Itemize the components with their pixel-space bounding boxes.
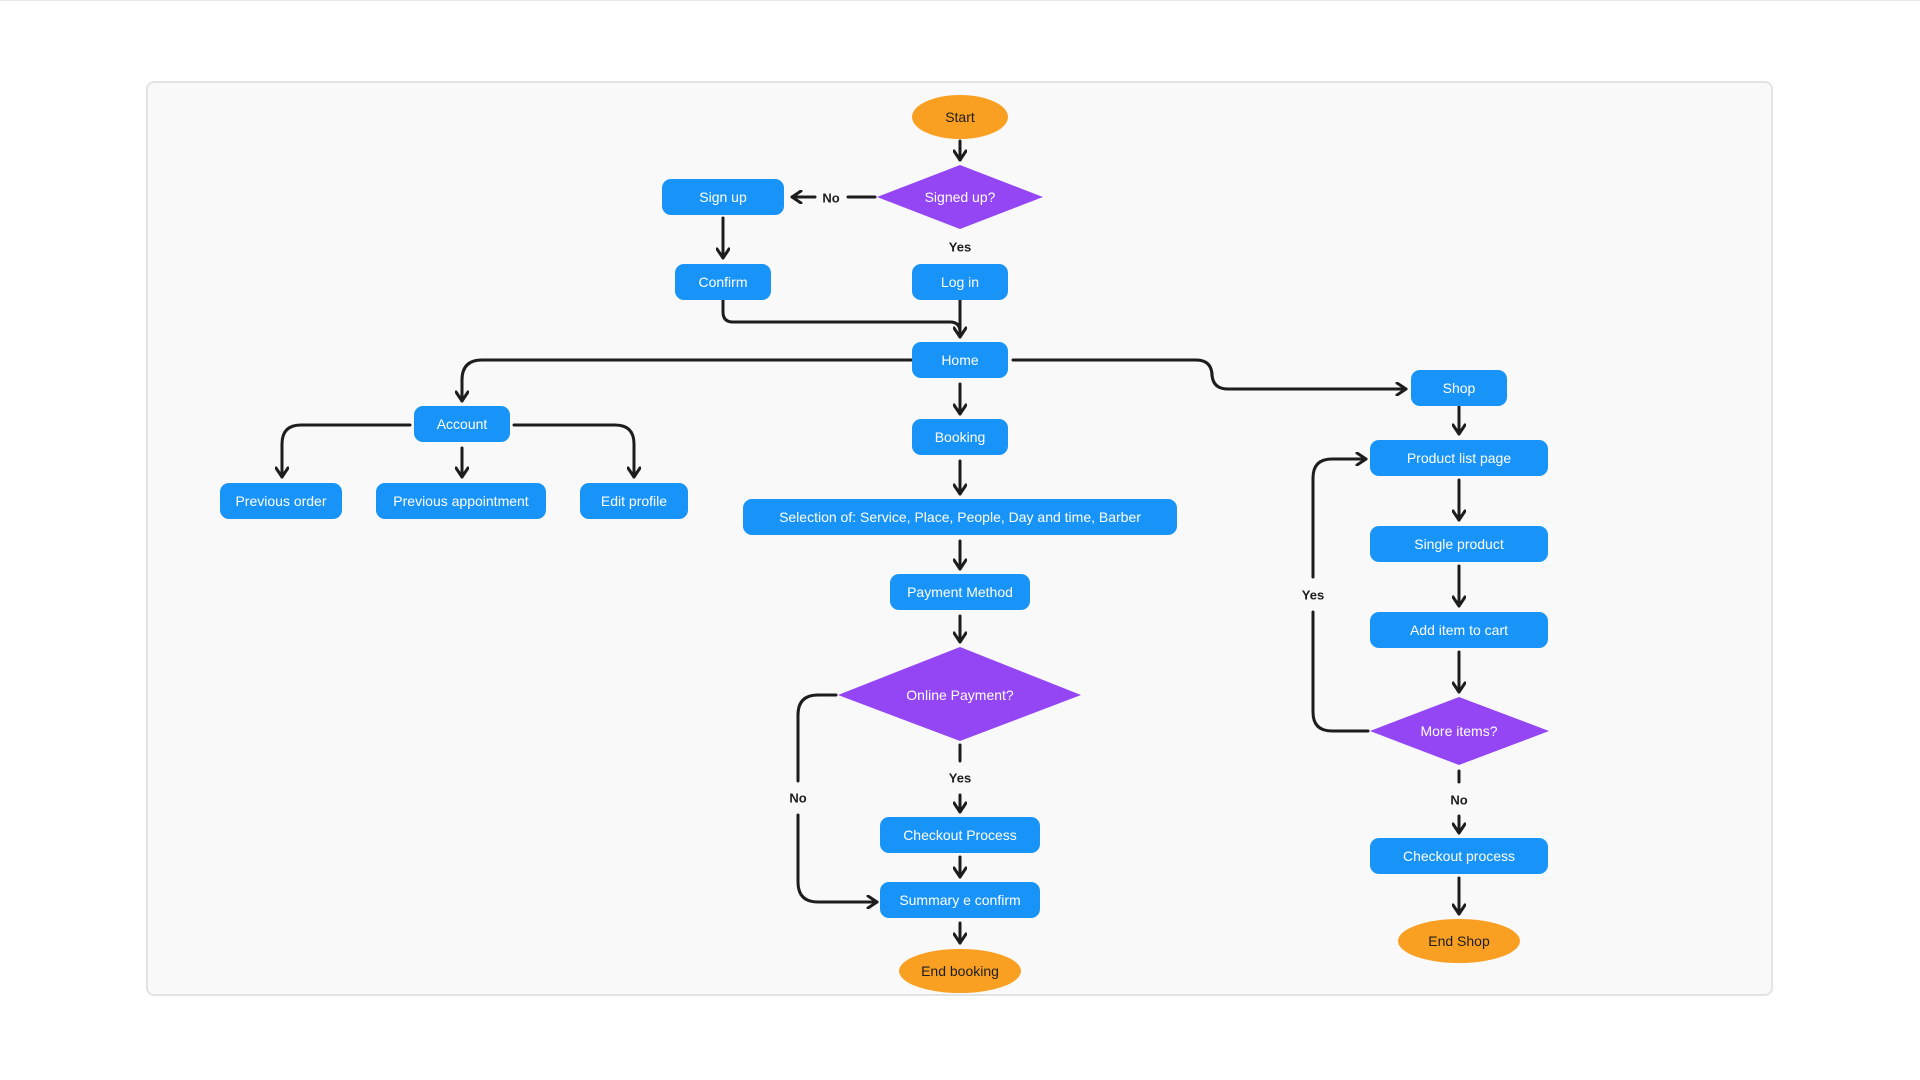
process-shape [1370, 440, 1548, 476]
top-rule [0, 0, 1920, 1]
process-shape [675, 264, 771, 300]
node-confirm[interactable]: Confirm [675, 264, 771, 300]
node-label: Confirm [698, 274, 747, 290]
node-label: Start [945, 109, 975, 125]
node-label: End Shop [1428, 933, 1490, 949]
label-online-yes: Yes [949, 771, 971, 786]
terminal-shape [1398, 919, 1520, 963]
edge-more-yes-bottom [1311, 610, 1370, 733]
node-checkout-process-booking[interactable]: Checkout Process [880, 817, 1040, 853]
process-shape [662, 179, 784, 215]
node-label: End booking [921, 963, 999, 979]
node-edit-profile[interactable]: Edit profile [580, 483, 688, 519]
node-end-shop[interactable]: End Shop [1398, 919, 1520, 963]
edge-online-no-summary [796, 813, 879, 902]
node-label: Edit profile [601, 493, 667, 509]
node-label: Previous order [235, 493, 326, 509]
edge-account-editprofile [512, 423, 634, 479]
node-label: Single product [1414, 536, 1504, 552]
process-shape [1370, 526, 1548, 562]
edge-confirm-home [721, 298, 962, 334]
node-signed-up[interactable]: Signed up? [877, 165, 1043, 229]
node-label: Home [941, 352, 979, 368]
process-shape [880, 882, 1040, 918]
node-label: Selection of: Service, Place, People, Da… [779, 509, 1141, 525]
node-label: Add item to cart [1410, 622, 1508, 638]
node-label: Online Payment? [906, 687, 1014, 703]
node-sign-up[interactable]: Sign up [662, 179, 784, 215]
node-label: Payment Method [907, 584, 1013, 600]
label-signed-no: No [822, 191, 839, 206]
label-more-yes: Yes [1302, 588, 1324, 603]
process-shape [912, 264, 1008, 300]
node-single-product[interactable]: Single product [1370, 526, 1548, 562]
node-label: Previous appointment [393, 493, 529, 509]
node-payment-method[interactable]: Payment Method [890, 574, 1030, 610]
node-label: Summary e confirm [899, 892, 1020, 908]
edge-home-shop [1011, 358, 1408, 389]
node-selection[interactable]: Selection of: Service, Place, People, Da… [743, 499, 1177, 535]
node-shop[interactable]: Shop [1411, 370, 1507, 406]
edge-home-account [462, 358, 914, 403]
process-shape [880, 817, 1040, 853]
process-shape [1370, 838, 1548, 874]
node-account[interactable]: Account [414, 406, 510, 442]
process-shape [743, 499, 1177, 535]
process-shape [1370, 612, 1548, 648]
edge-more-yes-productlist [1311, 459, 1368, 579]
node-checkout-process-shop[interactable]: Checkout process [1370, 838, 1548, 874]
label-more-no: No [1450, 793, 1467, 808]
decision-shape [838, 647, 1081, 741]
node-label: Log in [941, 274, 979, 290]
node-label: Account [437, 416, 488, 432]
process-shape [1411, 370, 1507, 406]
node-label: Checkout Process [903, 827, 1017, 843]
label-online-no: No [789, 791, 806, 806]
process-shape [220, 483, 342, 519]
edges [282, 139, 1459, 945]
node-start[interactable]: Start [912, 95, 1008, 139]
decision-shape [877, 165, 1043, 229]
node-previous-order[interactable]: Previous order [220, 483, 342, 519]
process-shape [414, 406, 510, 442]
edge-labels: No Yes Yes No Yes No [789, 191, 1467, 808]
process-shape [912, 419, 1008, 455]
node-add-item-to-cart[interactable]: Add item to cart [1370, 612, 1548, 648]
edge-account-prevorder [282, 423, 412, 479]
process-shape [890, 574, 1030, 610]
node-label: Product list page [1407, 450, 1511, 466]
node-online-payment[interactable]: Online Payment? [838, 647, 1081, 741]
process-shape [912, 342, 1008, 378]
node-label: Signed up? [925, 189, 996, 205]
node-label: More items? [1420, 723, 1497, 739]
node-end-booking[interactable]: End booking [899, 949, 1021, 993]
node-more-items[interactable]: More items? [1370, 697, 1549, 765]
terminal-shape [899, 949, 1021, 993]
node-home[interactable]: Home [912, 342, 1008, 378]
node-booking[interactable]: Booking [912, 419, 1008, 455]
process-shape [580, 483, 688, 519]
node-log-in[interactable]: Log in [912, 264, 1008, 300]
node-label: Checkout process [1403, 848, 1515, 864]
terminal-shape [912, 95, 1008, 139]
label-signed-yes: Yes [949, 240, 971, 255]
node-label: Booking [935, 429, 986, 445]
decision-shape [1370, 697, 1549, 765]
node-label: Sign up [699, 189, 747, 205]
node-previous-appointment[interactable]: Previous appointment [376, 483, 546, 519]
process-shape [376, 483, 546, 519]
edge-online-no-top [796, 693, 838, 783]
node-product-list-page[interactable]: Product list page [1370, 440, 1548, 476]
node-label: Shop [1443, 380, 1476, 396]
node-summary-confirm[interactable]: Summary e confirm [880, 882, 1040, 918]
